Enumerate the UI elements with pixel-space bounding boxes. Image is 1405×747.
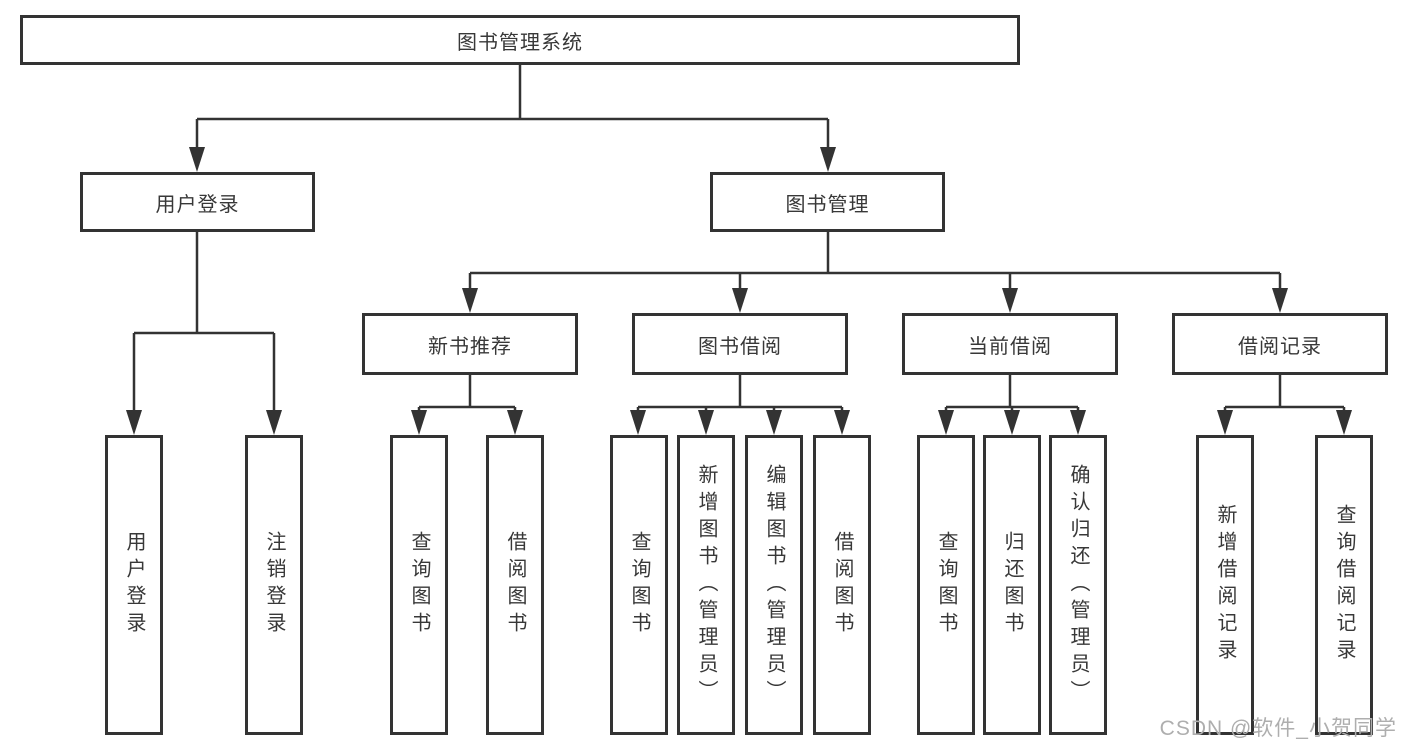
node-leaf-cb-return-book: 归还图书 — [983, 435, 1041, 735]
arrowhead-icons — [126, 147, 1352, 435]
arrow-down-icon — [732, 288, 748, 313]
csdn-watermark: CSDN @软件_小贺同学 — [1159, 717, 1397, 740]
arrow-down-icon — [1217, 410, 1233, 435]
node-leaf-br-query-record: 查询借阅记录 — [1315, 435, 1373, 735]
node-leaf-bb-edit-book: 编辑图书（管理员） — [745, 435, 803, 735]
arrow-down-icon — [1002, 288, 1018, 313]
node-leaf-bb-borrow-book: 借阅图书 — [813, 435, 871, 735]
node-leaf-bb-add-book: 新增图书（管理员） — [677, 435, 735, 735]
node-leaf-user-login-label: 用户登录 — [123, 531, 145, 639]
node-leaf-bb-edit-book-label: 编辑图书（管理员） — [763, 463, 785, 707]
arrow-down-icon — [462, 288, 478, 313]
node-user-login-branch-label: 用户登录 — [155, 193, 240, 216]
node-leaf-cb-confirm-return-label: 确认归还（管理员） — [1067, 463, 1089, 707]
node-leaf-nbr-borrow-book-label: 借阅图书 — [504, 531, 526, 639]
node-current-borrow-label: 当前借阅 — [968, 335, 1052, 358]
arrow-down-icon — [189, 147, 205, 172]
node-leaf-cb-query-book-label: 查询图书 — [935, 531, 957, 639]
connector-strokes — [132, 64, 1346, 414]
arrow-down-icon — [698, 410, 714, 435]
node-leaf-bb-add-book-label: 新增图书（管理员） — [695, 463, 717, 707]
node-leaf-bb-query-book: 查询图书 — [610, 435, 668, 735]
node-new-book-recommend: 新书推荐 — [362, 313, 578, 375]
node-borrow-records: 借阅记录 — [1172, 313, 1388, 375]
node-leaf-cb-return-book-label: 归还图书 — [1001, 531, 1023, 639]
node-borrow-records-label: 借阅记录 — [1238, 335, 1322, 358]
node-leaf-logout: 注销登录 — [245, 435, 303, 735]
node-current-borrow: 当前借阅 — [902, 313, 1118, 375]
node-leaf-cb-query-book: 查询图书 — [917, 435, 975, 735]
node-leaf-br-add-record: 新增借阅记录 — [1196, 435, 1254, 735]
node-leaf-nbr-query-book-label: 查询图书 — [408, 531, 430, 639]
node-root: 图书管理系统 — [20, 15, 1020, 65]
node-book-borrow-label: 图书借阅 — [698, 335, 782, 358]
arrow-down-icon — [630, 410, 646, 435]
node-leaf-br-query-record-label: 查询借阅记录 — [1333, 504, 1355, 666]
node-leaf-user-login: 用户登录 — [105, 435, 163, 735]
arrow-down-icon — [411, 410, 427, 435]
node-leaf-bb-borrow-book-label: 借阅图书 — [831, 531, 853, 639]
node-user-login-branch: 用户登录 — [80, 172, 315, 232]
node-book-borrow: 图书借阅 — [632, 313, 848, 375]
node-book-management-branch-label: 图书管理 — [785, 193, 870, 216]
arrow-down-icon — [1272, 288, 1288, 313]
node-book-management-branch: 图书管理 — [710, 172, 945, 232]
node-leaf-cb-confirm-return: 确认归还（管理员） — [1049, 435, 1107, 735]
arrow-down-icon — [1004, 410, 1020, 435]
node-new-book-recommend-label: 新书推荐 — [428, 335, 512, 358]
node-leaf-logout-label: 注销登录 — [263, 531, 285, 639]
arrow-down-icon — [126, 410, 142, 435]
arrow-down-icon — [1336, 410, 1352, 435]
node-leaf-br-add-record-label: 新增借阅记录 — [1214, 504, 1236, 666]
node-leaf-nbr-query-book: 查询图书 — [390, 435, 448, 735]
arrow-down-icon — [834, 410, 850, 435]
arrow-down-icon — [1070, 410, 1086, 435]
node-leaf-bb-query-book-label: 查询图书 — [628, 531, 650, 639]
arrow-down-icon — [938, 410, 954, 435]
node-root-label: 图书管理系统 — [457, 31, 583, 54]
node-leaf-nbr-borrow-book: 借阅图书 — [486, 435, 544, 735]
arrow-down-icon — [507, 410, 523, 435]
arrow-down-icon — [820, 147, 836, 172]
arrow-down-icon — [266, 410, 282, 435]
arrow-down-icon — [766, 410, 782, 435]
